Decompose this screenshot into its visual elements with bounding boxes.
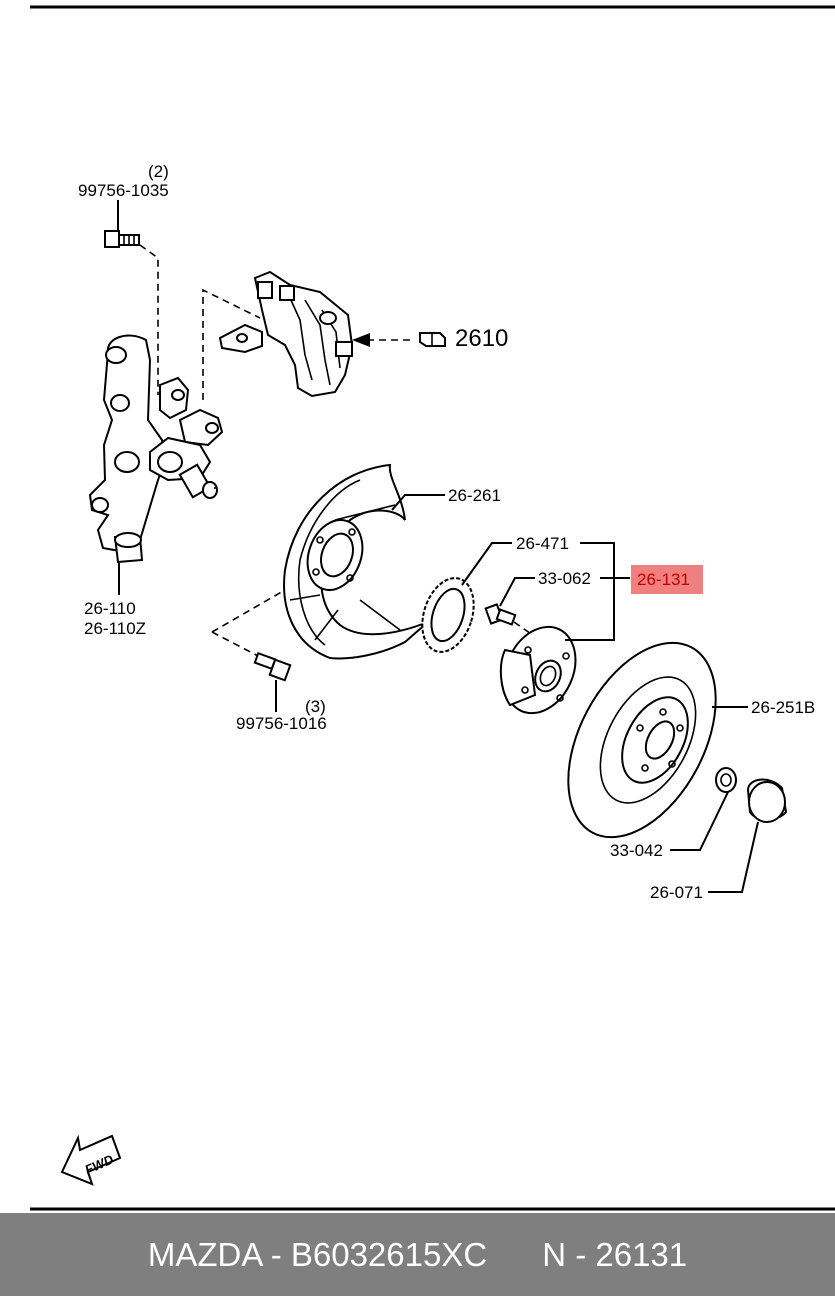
hand-pointer-icon [419, 332, 446, 347]
dash-caliper [202, 288, 261, 400]
leader-dust-cover [391, 494, 445, 511]
label-knuckle-2[interactable]: 26-110Z [84, 619, 146, 638]
leader-abs-ring [461, 542, 512, 586]
footer-text: MAZDA - B6032615XC N - 26131 [147, 1235, 688, 1273]
exploded-parts-diagram: (2) 99756-1035 2610 26-110 26-110Z 26-26… [30, 5, 835, 1211]
fwd-arrow-icon: FWD [60, 1134, 122, 1186]
label-bolt-top[interactable]: 99756-1035 [78, 181, 169, 200]
hub-bolt[interactable] [484, 603, 517, 626]
dust-cover[interactable] [283, 463, 429, 660]
dash-bolt-bottom-b [211, 631, 263, 659]
label-abs-ring[interactable]: 26-471 [516, 534, 569, 553]
steering-knuckle[interactable] [88, 334, 224, 564]
bolt-top[interactable] [104, 230, 140, 248]
footer-ref: N - 26131 [542, 1235, 688, 1273]
label-nut[interactable]: 33-042 [610, 841, 663, 860]
dash-bolt-bottom-a [211, 589, 286, 633]
bracket-hub-assembly [565, 542, 615, 641]
label-bolt-top-qty: (2) [148, 162, 169, 181]
leader-hub-bolt [499, 577, 535, 607]
grease-cap[interactable] [746, 778, 788, 823]
hub-nut[interactable] [715, 767, 737, 793]
label-hub-assembly[interactable]: 26-131 [637, 570, 690, 589]
highlight-hub-assembly [631, 565, 703, 594]
bolt-bottom[interactable] [253, 651, 292, 682]
footer-part-number: B6032615XC [290, 1235, 488, 1273]
footer-brand: MAZDA [147, 1235, 262, 1273]
leader-nut [670, 791, 729, 851]
label-cap[interactable]: 26-071 [650, 883, 703, 902]
label-disc[interactable]: 26-251B [751, 698, 815, 717]
dash-bolt-top [139, 244, 159, 395]
label-dust-cover[interactable]: 26-261 [448, 486, 501, 505]
footer-bar: MAZDA - B6032615XC N - 26131 [0, 1213, 835, 1296]
label-bolt-bottom-qty: (3) [305, 697, 326, 716]
wheel-hub[interactable] [491, 615, 589, 724]
caliper[interactable] [218, 270, 354, 398]
brake-disc[interactable] [538, 618, 746, 862]
arrow-caliper [352, 333, 370, 347]
leader-cap [708, 821, 759, 893]
abs-tone-ring[interactable] [413, 571, 482, 658]
label-caliper-ref[interactable]: 2610 [455, 325, 508, 352]
label-hub-bolt[interactable]: 33-062 [538, 569, 591, 588]
dash-hub-bolt [513, 621, 535, 637]
label-bolt-bottom[interactable]: 99756-1016 [236, 714, 327, 733]
label-knuckle-1[interactable]: 26-110 [84, 599, 136, 618]
